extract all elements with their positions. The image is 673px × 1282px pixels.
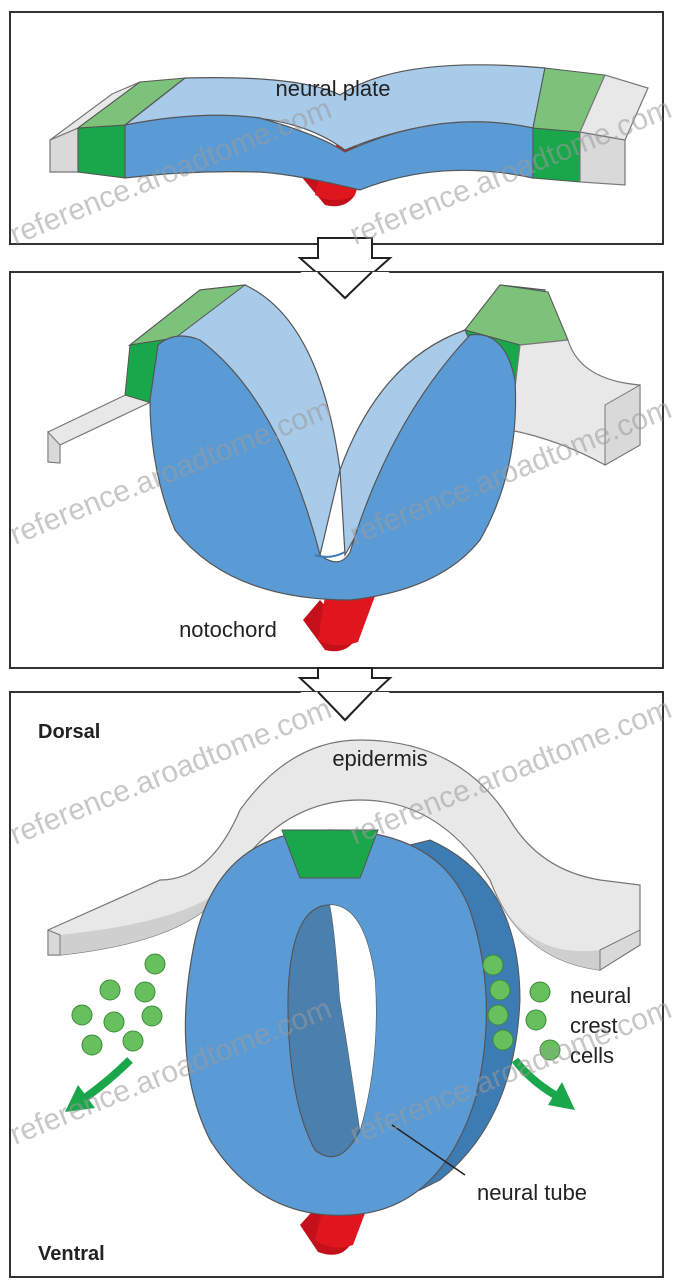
- panel-neural-folds: notochord: [10, 272, 663, 668]
- epidermis-label: epidermis: [332, 746, 427, 771]
- dorsal-label: Dorsal: [38, 721, 100, 743]
- notochord-2: [303, 596, 375, 651]
- ventral-label: Ventral: [38, 1243, 105, 1265]
- neural-crest-label-1: neural: [570, 983, 631, 1008]
- neural-crest-left-1: [78, 125, 125, 178]
- neural-plate-label: neural plate: [276, 76, 391, 101]
- notochord-label: notochord: [179, 617, 277, 642]
- neural-crest-cells-left: [72, 954, 165, 1055]
- neural-tube-label: neural tube: [477, 1180, 587, 1205]
